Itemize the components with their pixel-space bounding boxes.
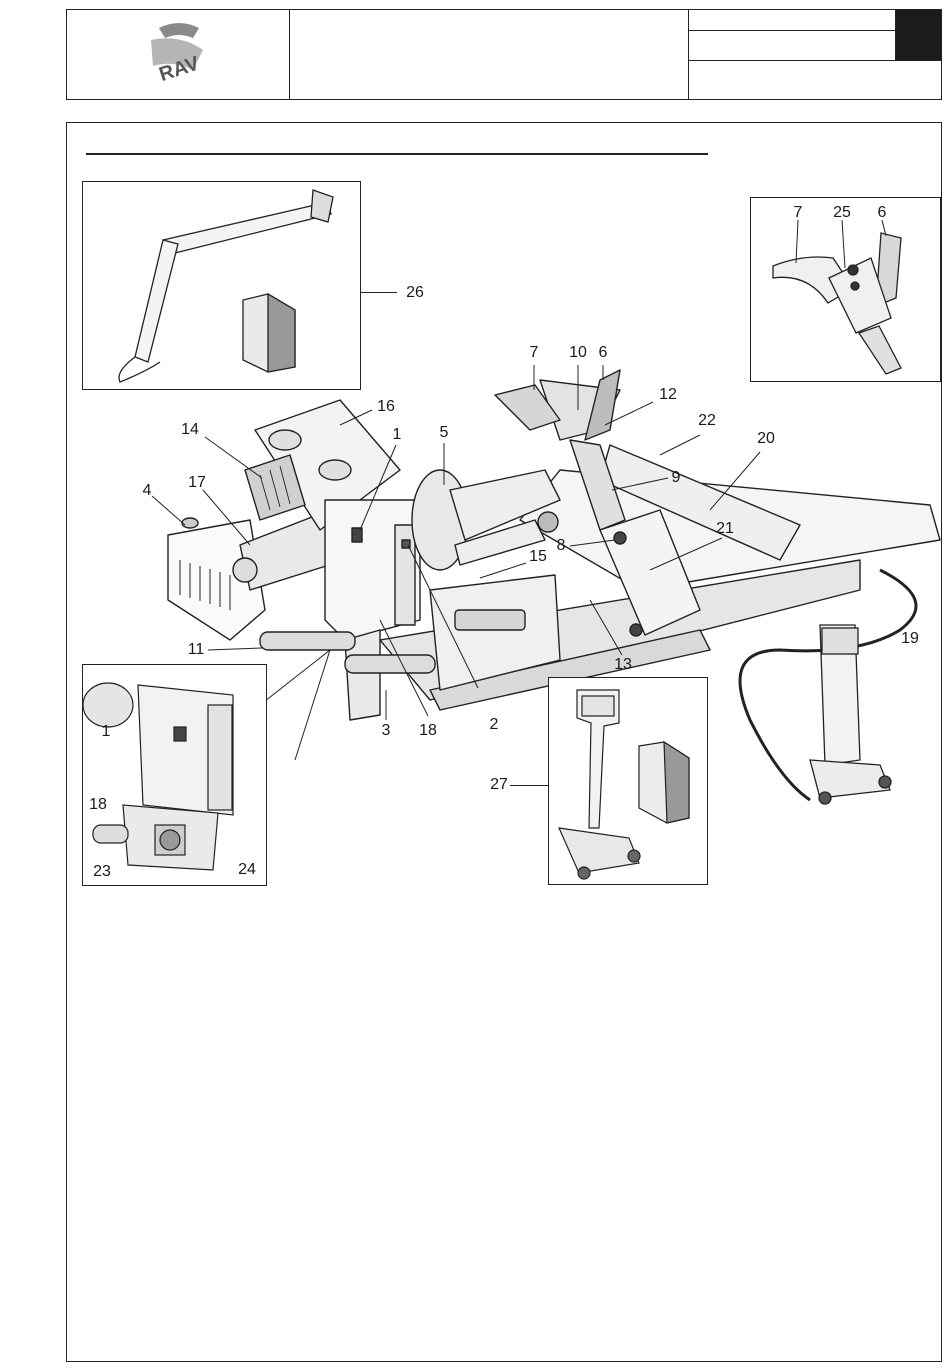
callout-19: 19 — [901, 631, 919, 647]
